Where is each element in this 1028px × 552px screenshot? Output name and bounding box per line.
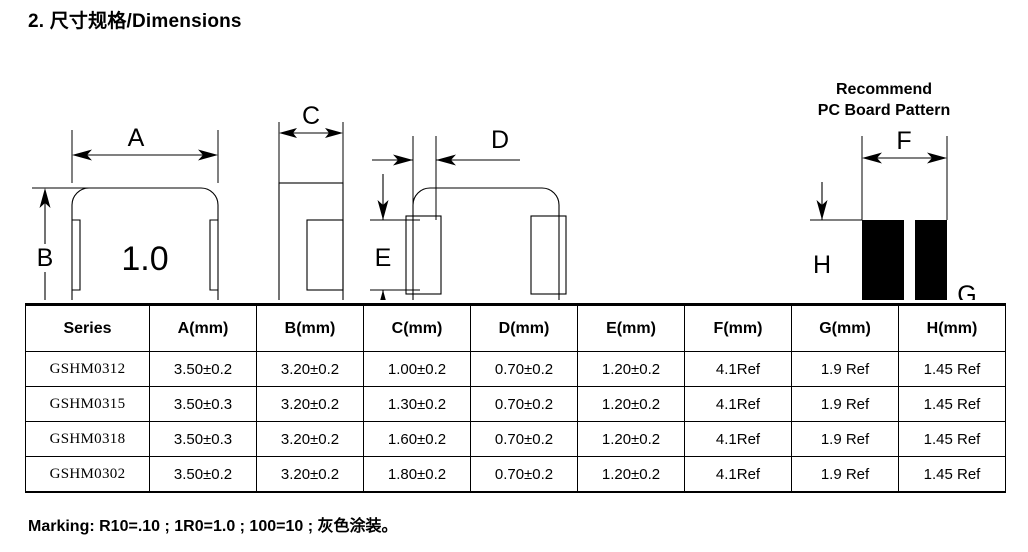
dim-label-h: H	[813, 251, 831, 279]
cell-c: 1.30±0.2	[363, 386, 471, 422]
table-row: GSHM0312 3.50±0.2 3.20±0.2 1.00±0.2 0.70…	[25, 351, 1006, 387]
arrow-a-right	[198, 149, 218, 161]
cell-series: GSHM0315	[25, 386, 150, 422]
cell-series: GSHM0318	[25, 421, 150, 457]
table-header-row: Series A(mm) B(mm) C(mm) D(mm) E(mm) F(m…	[25, 303, 1006, 352]
cell-g: 1.9 Ref	[791, 351, 899, 387]
cell-a: 3.50±0.2	[149, 456, 257, 493]
column-header-f: F(mm)	[684, 303, 792, 352]
cell-b: 3.20±0.2	[256, 386, 364, 422]
column-header-a: A(mm)	[149, 303, 257, 352]
arrow-d-left	[393, 154, 413, 166]
cell-d: 0.70±0.2	[470, 351, 578, 387]
pcb-title-line2: PC Board Pattern	[818, 102, 950, 119]
pad-right-bottom-view	[530, 215, 567, 295]
column-header-series: Series	[25, 303, 150, 352]
drawing-bottom-view: D E	[370, 126, 567, 300]
cell-series: GSHM0302	[25, 456, 150, 493]
body-marking-value: 1.0	[121, 240, 168, 278]
arrow-a-left	[72, 149, 92, 161]
column-header-c: C(mm)	[363, 303, 471, 352]
table-row: GSHM0318 3.50±0.3 3.20±0.2 1.60±0.2 0.70…	[25, 421, 1006, 457]
dim-label-e: E	[375, 244, 392, 272]
cell-g: 1.9 Ref	[791, 386, 899, 422]
arrow-c-left	[279, 128, 297, 138]
marking-note: Marking: R10=.10 ; 1R0=1.0 ; 100=10 ; 灰色…	[28, 518, 398, 535]
cell-h: 1.45 Ref	[898, 421, 1006, 457]
cell-g: 1.9 Ref	[791, 421, 899, 457]
pad-left-bottom-view	[405, 215, 442, 295]
label-b-backdrop	[34, 244, 57, 272]
cell-d: 0.70±0.2	[470, 386, 578, 422]
cell-d: 0.70±0.2	[470, 421, 578, 457]
component-body-side	[278, 182, 344, 300]
cell-b: 3.20±0.2	[256, 421, 364, 457]
cell-d: 0.70±0.2	[470, 456, 578, 493]
cell-a: 3.50±0.2	[149, 351, 257, 387]
column-header-g: G(mm)	[791, 303, 899, 352]
cell-e: 1.20±0.2	[577, 386, 685, 422]
cell-c: 1.00±0.2	[363, 351, 471, 387]
cell-c: 1.80±0.2	[363, 456, 471, 493]
label-e-backdrop	[372, 244, 395, 272]
drawing-top-view: A B B 1.0	[32, 124, 219, 300]
cell-a: 3.50±0.3	[149, 386, 257, 422]
arrow-e-bottom	[380, 290, 386, 300]
arrow-c-right	[325, 128, 343, 138]
cell-f: 4.1Ref	[684, 456, 792, 493]
dim-label-b-glyph: B	[37, 244, 54, 272]
table-row: GSHM0302 3.50±0.2 3.20±0.2 1.80±0.2 0.70…	[25, 456, 1006, 493]
terminal-left-top-view	[72, 219, 81, 291]
cell-f: 4.1Ref	[684, 421, 792, 457]
arrow-e-top	[377, 200, 389, 220]
table-row: GSHM0315 3.50±0.3 3.20±0.2 1.30±0.2 0.70…	[25, 386, 1006, 422]
component-body-bottom	[412, 187, 560, 300]
label-h-backdrop	[811, 251, 834, 279]
dimension-table-container: Series A(mm) B(mm) C(mm) D(mm) E(mm) F(m…	[25, 303, 1006, 493]
dim-label-f: F	[896, 127, 911, 155]
arrow-f-right	[927, 152, 947, 164]
cell-e: 1.20±0.2	[577, 421, 685, 457]
dimension-drawings: A B B 1.0	[0, 48, 1028, 300]
pcb-title-line1: Recommend	[836, 81, 932, 98]
arrow-f-left	[862, 152, 882, 164]
drawing-side-view: C	[278, 102, 344, 300]
dim-label-d: D	[491, 126, 509, 154]
cell-c: 1.60±0.2	[363, 421, 471, 457]
cell-f: 4.1Ref	[684, 386, 792, 422]
pcb-pad-left	[862, 220, 904, 300]
dim-label-a: A	[128, 124, 145, 152]
dimension-table: Series A(mm) B(mm) C(mm) D(mm) E(mm) F(m…	[25, 303, 1006, 493]
cell-h: 1.45 Ref	[898, 456, 1006, 493]
terminal-right-top-view	[209, 219, 218, 291]
column-header-h: H(mm)	[898, 303, 1006, 352]
cell-e: 1.20±0.2	[577, 351, 685, 387]
column-header-b: B(mm)	[256, 303, 364, 352]
column-header-e: E(mm)	[577, 303, 685, 352]
arrow-b-top	[39, 188, 51, 208]
arrow-d-right	[436, 154, 456, 166]
terminal-side-view	[306, 219, 344, 291]
component-body-top	[71, 187, 219, 300]
cell-e: 1.20±0.2	[577, 456, 685, 493]
dim-label-g: G	[957, 281, 976, 300]
cell-series: GSHM0312	[25, 351, 150, 387]
page-title: 2. 尺寸规格/Dimensions	[28, 11, 242, 32]
cell-h: 1.45 Ref	[898, 351, 1006, 387]
cell-b: 3.20±0.2	[256, 351, 364, 387]
cell-h: 1.45 Ref	[898, 386, 1006, 422]
cell-b: 3.20±0.2	[256, 456, 364, 493]
dim-label-c: C	[302, 102, 320, 130]
cell-g: 1.9 Ref	[791, 456, 899, 493]
pcb-pad-right	[915, 220, 947, 300]
cell-f: 4.1Ref	[684, 351, 792, 387]
arrow-h-top	[816, 200, 828, 220]
column-header-d: D(mm)	[470, 303, 578, 352]
cell-a: 3.50±0.3	[149, 421, 257, 457]
drawing-pcb-pattern: Recommend PC Board Pattern F H	[810, 81, 977, 300]
